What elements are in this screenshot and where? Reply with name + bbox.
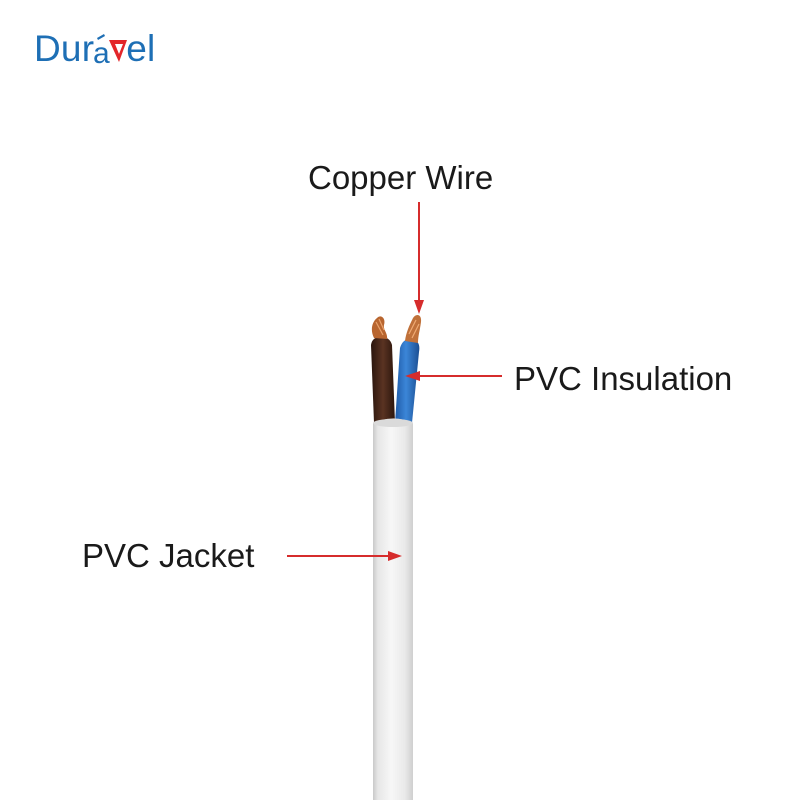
jacket-cut-edge: [373, 419, 413, 427]
copper-wire-label: Copper Wire: [308, 159, 494, 196]
pvc-jacket-cable: [373, 418, 413, 800]
brown-insulated-core: [371, 337, 395, 423]
logo-text-end: el: [126, 27, 156, 69]
pvc-jacket-label: PVC Jacket: [82, 537, 255, 574]
blue-insulated-core: [395, 338, 420, 423]
pvc-jacket-arrow: [287, 551, 402, 561]
svg-text:a: a: [93, 37, 110, 64]
pvc-insulation-label: PVC Insulation: [514, 360, 733, 397]
copper-wire-arrow: [414, 202, 424, 314]
logo-text-start: Dur: [34, 27, 95, 69]
logo-accent-v-icon: a: [93, 34, 128, 64]
blue-core-copper-strands: [405, 314, 422, 343]
duravel-logo: Dur a el: [34, 26, 155, 70]
brown-core-copper-strands: [371, 316, 388, 339]
pvc-insulation-arrow: [405, 371, 502, 381]
